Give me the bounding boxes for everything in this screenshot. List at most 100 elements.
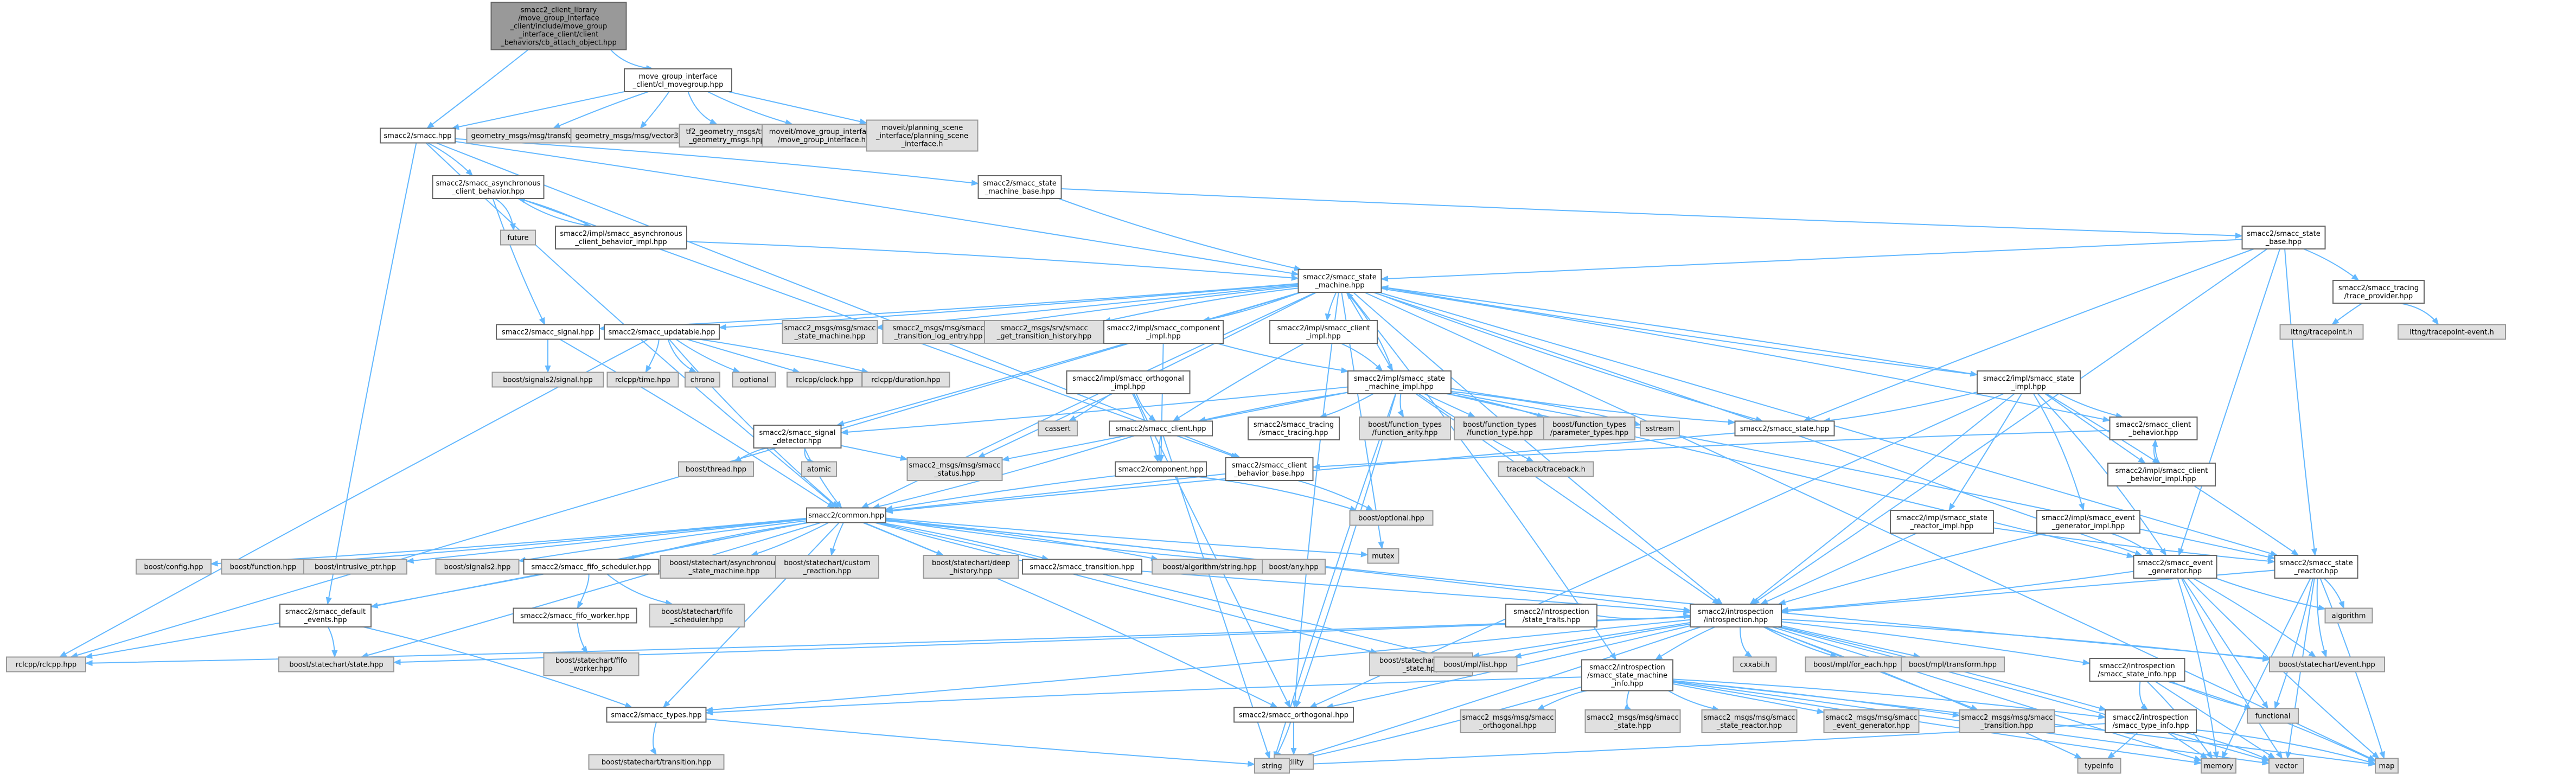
node-label: smacc2/introspection: [2113, 714, 2188, 722]
node-label: string: [1262, 763, 1282, 771]
edge-introspection-to-sc_simple: [1472, 622, 1691, 658]
node-orth_impl[interactable]: smacc2/impl/smacc_orthogonal_impl.hpp: [1066, 370, 1191, 394]
node-box: [1347, 370, 1452, 394]
edge-sm_info-to-string: [1288, 686, 1582, 763]
node-msg_trans: smacc2_msgs/msg/smacc_transition.hpp: [1959, 709, 2055, 733]
node-signal_det[interactable]: smacc2/smacc_signal_detector.hpp: [753, 425, 842, 449]
node-label: boost/mpl/transform.hpp: [1909, 661, 1997, 669]
node-box: [1248, 417, 1340, 440]
edge-sm_base-to-state_machine: [1058, 198, 1302, 271]
edge-introspection-to-sc_event: [1781, 618, 2271, 662]
edge-state_reactor-to-algorithm: [2323, 578, 2344, 609]
edge-mgic-to-moveit_mgi: [707, 91, 793, 125]
node-label: smacc2/introspection: [1698, 608, 1773, 616]
node-label: /smacc_tracing.hpp: [1259, 429, 1328, 437]
edge-common-to-types: [662, 522, 840, 708]
node-async_cb_impl[interactable]: smacc2/impl/smacc_asynchronous_client_be…: [555, 226, 687, 249]
node-label: _get_transition_history.hpp: [996, 332, 1092, 341]
edge-updatable-to-optional: [675, 338, 741, 373]
node-smacc[interactable]: smacc2/smacc.hpp: [380, 127, 456, 144]
node-client_impl[interactable]: smacc2/impl/smacc_client_impl.hpp: [1269, 320, 1378, 344]
node-common[interactable]: smacc2/common.hpp: [806, 507, 886, 523]
node-state_reactor[interactable]: smacc2/smacc_state_reactor.hpp: [2274, 555, 2358, 579]
edge-client-to-component: [1155, 435, 1162, 463]
node-tracing[interactable]: smacc2/smacc_tracing/smacc_tracing.hpp: [1248, 417, 1340, 440]
node-label: smacc2/impl/smacc_component: [1107, 324, 1220, 332]
node-client_beh[interactable]: smacc2/smacc_client_behavior.hpp: [2109, 417, 2198, 440]
node-label: _impl.hpp: [1306, 332, 1341, 341]
node-state[interactable]: smacc2/smacc_state.hpp: [1734, 420, 1835, 437]
node-state_machine[interactable]: smacc2/smacc_state_machine.hpp: [1297, 269, 1382, 293]
node-component[interactable]: smacc2/component.hpp: [1115, 461, 1207, 477]
node-client_beh_impl[interactable]: smacc2/impl/smacc_client_behavior_impl.h…: [2107, 463, 2216, 486]
node-box: [1690, 604, 1782, 627]
node-box: [1103, 320, 1224, 344]
node-sm_base[interactable]: smacc2/smacc_state_machine_base.hpp: [977, 175, 1062, 199]
node-label: boost/function_types: [1552, 421, 1626, 429]
node-type_info[interactable]: smacc2/introspection/smacc_type_info.hpp: [2105, 709, 2197, 733]
node-default_events[interactable]: smacc2/smacc_default_events.hpp: [279, 604, 372, 627]
node-box: [1022, 559, 1142, 575]
node-label: moveit/move_group_interface: [769, 128, 874, 136]
node-box: [1959, 709, 2055, 733]
edge-event_gen_impl-to-introspection: [1778, 533, 2046, 605]
edge-common-to-mutex: [885, 517, 1369, 558]
node-sm_impl[interactable]: smacc2/impl/smacc_state_machine_impl.hpp: [1347, 370, 1452, 394]
edge-state_reactor-to-memory: [2221, 578, 2311, 759]
node-label: smacc2/smacc_asynchronous: [436, 180, 541, 188]
node-updatable[interactable]: smacc2/smacc_updatable.hpp: [604, 324, 720, 340]
node-state_info[interactable]: smacc2/introspection/smacc_state_info.hp…: [2089, 658, 2185, 682]
node-state_traits[interactable]: smacc2/introspection/state_traits.hpp: [1505, 604, 1597, 627]
node-label: _machine_base.hpp: [985, 188, 1055, 196]
node-fifo_worker[interactable]: smacc2/smacc_fifo_worker.hpp: [513, 607, 637, 624]
node-transition[interactable]: smacc2/smacc_transition.hpp: [1022, 559, 1142, 575]
node-types[interactable]: smacc2/smacc_types.hpp: [606, 707, 707, 723]
node-label: boost/signals2.hpp: [444, 563, 511, 572]
edge-state_impl-to-client_beh_impl: [2044, 393, 2146, 464]
node-label: smacc2/smacc_state: [2279, 559, 2353, 567]
edge-common-to-sc_simple: [874, 522, 1378, 655]
node-signal[interactable]: smacc2/smacc_signal.hpp: [496, 324, 600, 340]
node-client[interactable]: smacc2/smacc_client.hpp: [1109, 420, 1213, 437]
node-comp_impl[interactable]: smacc2/impl/smacc_component_impl.hpp: [1103, 320, 1224, 344]
node-event_gen_impl[interactable]: smacc2/impl/smacc_event_generator_impl.h…: [2036, 510, 2140, 534]
node-state_impl[interactable]: smacc2/impl/smacc_state_impl.hpp: [1977, 370, 2081, 394]
edge-state_machine-to-map: [1364, 292, 2376, 761]
node-label: smacc2_msgs/srv/smacc: [1000, 324, 1088, 332]
node-thread: boost/thread.hpp: [678, 461, 754, 477]
node-boost_optional: boost/optional.hpp: [1349, 510, 1434, 526]
node-label: smacc2/smacc_types.hpp: [611, 712, 701, 720]
node-state_base[interactable]: smacc2/smacc_state_base.hpp: [2241, 226, 2326, 249]
node-sc_deep: boost/statechart/deep_history.hpp: [923, 555, 1019, 579]
node-async_cb[interactable]: smacc2/smacc_asynchronous_client_behavio…: [432, 175, 545, 199]
node-orthogonal[interactable]: smacc2/smacc_orthogonal.hpp: [1233, 707, 1354, 723]
edge-introspection-to-mpl_list: [1513, 623, 1691, 659]
node-event_gen[interactable]: smacc2/smacc_event_generator.hpp: [2133, 555, 2217, 579]
node-rclcpp_clock: rclcpp/clock.hpp: [787, 372, 862, 388]
edge-state_base-to-state_machine: [1380, 239, 2242, 282]
node-root[interactable]: smacc2_client_library/move_group_interfa…: [490, 2, 627, 50]
edge-event_gen-to-algorithm: [2215, 578, 2326, 611]
node-box: [1977, 370, 2081, 394]
edge-mgic-to-smacc: [451, 91, 625, 130]
node-box: [606, 707, 707, 723]
node-box: [2398, 324, 2506, 340]
node-sm_info[interactable]: smacc2/introspection/smacc_state_machine…: [1581, 659, 1673, 691]
edge-default_events-to-types: [363, 626, 633, 708]
node-introspection[interactable]: smacc2/introspection/introspection.hpp: [1690, 604, 1782, 627]
node-map: map: [2375, 758, 2399, 774]
node-label: smacc2/smacc.hpp: [384, 132, 452, 140]
node-label: boost/statechart/asynchronous: [669, 559, 779, 567]
node-msg_sm: smacc2_msgs/msg/smacc_state_machine.hpp: [782, 320, 878, 344]
edge-state_impl-to-client_beh: [2059, 393, 2124, 419]
node-mgic[interactable]: move_group_interface_client/cl_movegroup…: [624, 68, 732, 92]
node-state_reactor_impl[interactable]: smacc2/impl/smacc_state_reactor_impl.hpp: [1890, 510, 1994, 534]
edge-event_gen-to-sc_event: [2193, 578, 2317, 658]
edge-orth_impl-to-cassert: [1068, 393, 1111, 422]
node-memory: memory: [2201, 758, 2236, 774]
node-client_beh_base[interactable]: smacc2/smacc_client_behavior_base.hpp: [1225, 457, 1314, 481]
node-fifo_sched[interactable]: smacc2/smacc_fifo_scheduler.hpp: [523, 559, 660, 575]
node-label: _machine_impl.hpp: [1365, 383, 1434, 391]
node-tracing_tp[interactable]: smacc2/smacc_tracing/trace_provider.hpp: [2332, 280, 2425, 304]
edge-sm_impl-to-state_reactor: [1450, 392, 2275, 560]
